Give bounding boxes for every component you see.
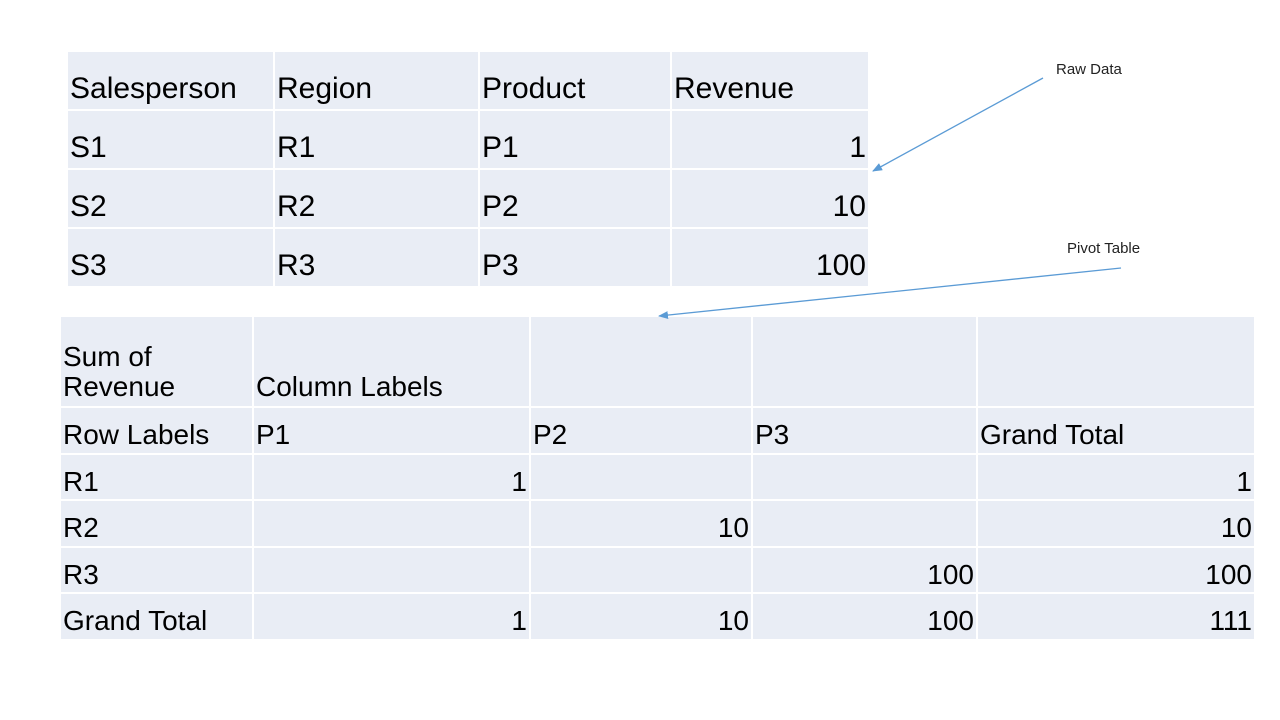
raw-cell-region: R3 xyxy=(273,227,480,288)
pivot-row-labels-header: Row Labels xyxy=(59,406,254,455)
raw-cell-salesperson: S1 xyxy=(66,109,275,170)
raw-cell-salesperson: S3 xyxy=(66,227,275,288)
pivot-cell xyxy=(529,452,753,501)
raw-cell-revenue: 1 xyxy=(670,109,870,170)
pivot-empty-cell xyxy=(976,315,1256,408)
raw-data-arrow xyxy=(872,77,1044,172)
raw-cell-region: R1 xyxy=(273,109,480,170)
pivot-column-header: Grand Total xyxy=(976,406,1256,455)
pivot-column-labels-header: Column Labels xyxy=(252,315,531,408)
pivot-column-header: P2 xyxy=(529,406,753,455)
pivot-empty-cell xyxy=(751,315,978,408)
raw-row: S1 R1 P1 1 xyxy=(66,109,870,170)
pivot-column-header-row: Row Labels P1 P2 P3 Grand Total xyxy=(59,406,1256,455)
raw-header-region: Region xyxy=(273,50,480,111)
raw-header-product: Product xyxy=(478,50,672,111)
pivot-cell: 10 xyxy=(976,499,1256,548)
raw-cell-product: P3 xyxy=(478,227,672,288)
pivot-cell: 1 xyxy=(976,452,1256,501)
pivot-grand-total-row: Grand Total 1 10 100 111 xyxy=(59,592,1256,641)
raw-header-row: Salesperson Region Product Revenue xyxy=(66,50,870,111)
pivot-row: R1 1 1 xyxy=(59,452,1256,501)
pivot-row-label: R2 xyxy=(59,499,254,548)
pivot-cell xyxy=(529,545,753,594)
pivot-table-callout: Pivot Table xyxy=(1067,240,1141,257)
pivot-cell xyxy=(751,499,978,548)
pivot-cell: 10 xyxy=(529,499,753,548)
pivot-top-header-row: Sum of Revenue Column Labels xyxy=(59,315,1256,408)
pivot-cell: 100 xyxy=(751,592,978,641)
raw-cell-region: R2 xyxy=(273,168,480,229)
raw-header-revenue: Revenue xyxy=(670,50,870,111)
pivot-cell: 10 xyxy=(529,592,753,641)
pivot-table: Sum of Revenue Column Labels Row Labels … xyxy=(59,315,1256,641)
pivot-cell xyxy=(751,452,978,501)
pivot-table-arrow xyxy=(658,267,1122,320)
raw-data-callout: Raw Data xyxy=(1056,61,1122,78)
pivot-row: R2 10 10 xyxy=(59,499,1256,548)
pivot-row: R3 100 100 xyxy=(59,545,1256,594)
pivot-cell: 1 xyxy=(252,592,531,641)
pivot-value-field-label: Sum of Revenue xyxy=(59,315,254,408)
pivot-row-label: Grand Total xyxy=(59,592,254,641)
raw-cell-salesperson: S2 xyxy=(66,168,275,229)
raw-row: S3 R3 P3 100 xyxy=(66,227,870,288)
raw-header-salesperson: Salesperson xyxy=(66,50,275,111)
pivot-row-label: R1 xyxy=(59,452,254,501)
raw-data-table: Salesperson Region Product Revenue S1 R1… xyxy=(66,50,870,288)
pivot-cell: 1 xyxy=(252,452,531,501)
raw-cell-product: P2 xyxy=(478,168,672,229)
pivot-cell: 100 xyxy=(976,545,1256,594)
raw-cell-revenue: 10 xyxy=(670,168,870,229)
raw-row: S2 R2 P2 10 xyxy=(66,168,870,229)
pivot-row-label: R3 xyxy=(59,545,254,594)
pivot-cell: 100 xyxy=(751,545,978,594)
raw-cell-revenue: 100 xyxy=(670,227,870,288)
pivot-cell xyxy=(252,545,531,594)
raw-cell-product: P1 xyxy=(478,109,672,170)
pivot-column-header: P3 xyxy=(751,406,978,455)
pivot-column-header: P1 xyxy=(252,406,531,455)
pivot-cell: 111 xyxy=(976,592,1256,641)
pivot-empty-cell xyxy=(529,315,753,408)
pivot-cell xyxy=(252,499,531,548)
